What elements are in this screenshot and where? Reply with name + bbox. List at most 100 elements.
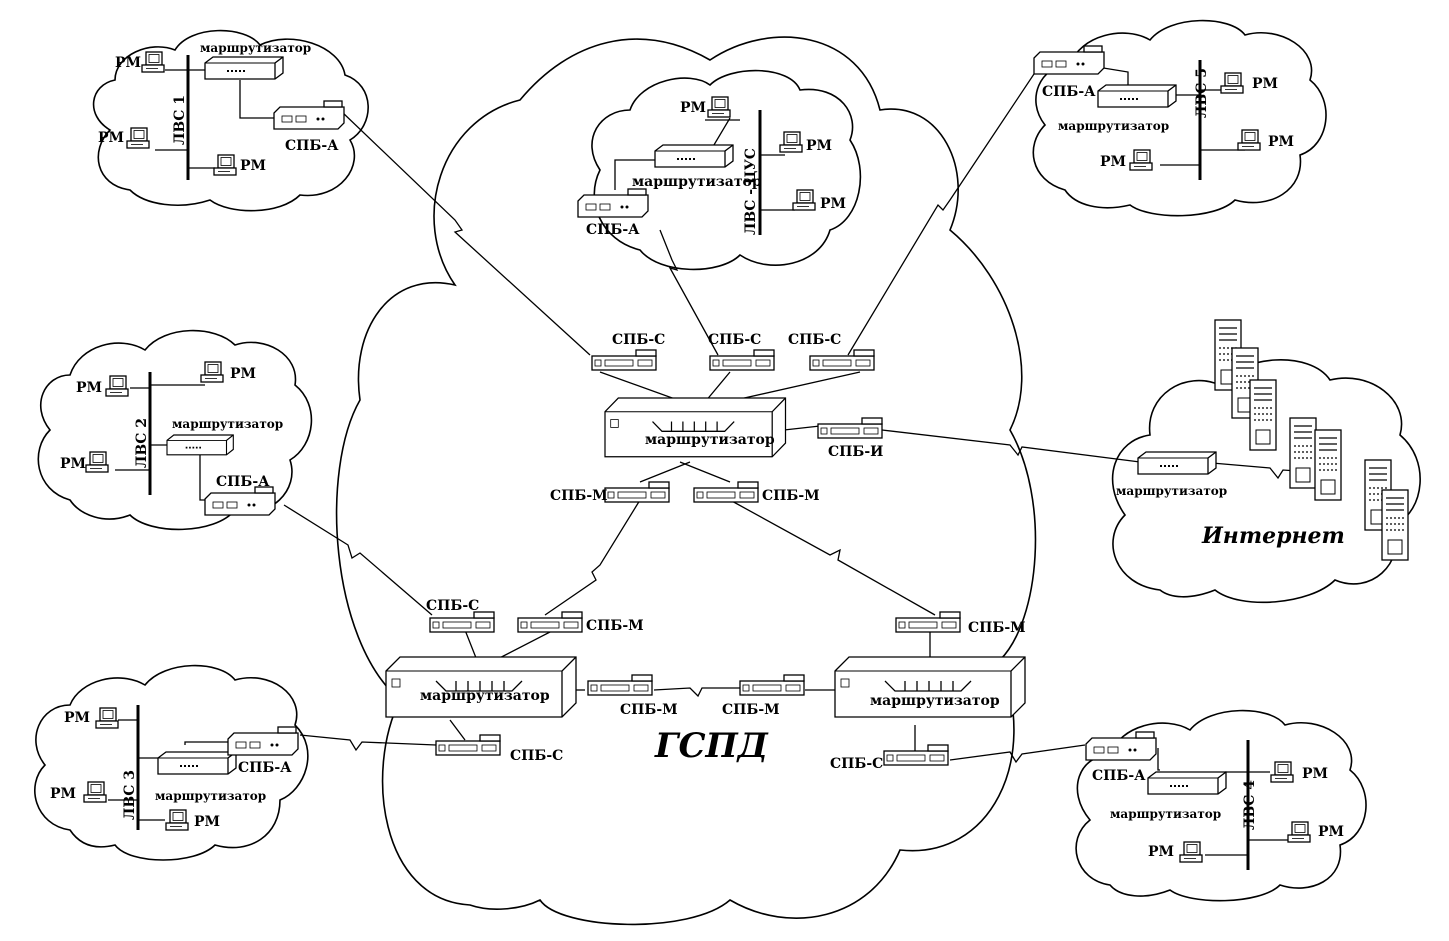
spb-i bbox=[817, 417, 883, 439]
server-4 bbox=[1289, 417, 1317, 489]
spb-m-label-4: СПБ-М bbox=[968, 620, 1026, 636]
spb-m-2 bbox=[693, 481, 759, 503]
lvs5-pc-2 bbox=[1237, 129, 1261, 151]
lvs3-rm-3: РМ bbox=[194, 814, 220, 830]
spb-s-label-1: СПБ-С bbox=[612, 332, 665, 348]
lvs5-rm-1: РМ bbox=[1252, 76, 1278, 92]
lvs3-pc-1 bbox=[95, 707, 119, 729]
lvs4-cloud bbox=[1075, 709, 1367, 902]
spb-m-5 bbox=[587, 674, 653, 696]
lvs5-pc-1 bbox=[1220, 72, 1244, 94]
lvs4-pc-3 bbox=[1179, 841, 1203, 863]
gspd-title: ГСПД bbox=[654, 726, 769, 766]
lvs4-rm-2: РМ bbox=[1318, 824, 1344, 840]
core-router-left bbox=[385, 656, 577, 718]
lvs3-router bbox=[157, 751, 237, 775]
lvs2-router bbox=[166, 434, 235, 456]
lvs3-rm-1: РМ bbox=[64, 710, 90, 726]
spb-m-6 bbox=[739, 674, 805, 696]
server-3 bbox=[1249, 379, 1277, 451]
lvs4-rm-3: РМ bbox=[1148, 844, 1174, 860]
lvs2-rm-2: РМ bbox=[230, 366, 256, 382]
core-router-top-label: маршрутизатор bbox=[645, 432, 775, 448]
lvs3-label: ЛВС 3 bbox=[122, 770, 138, 820]
lvs2-pc-1 bbox=[105, 375, 129, 397]
cus-pc-1 bbox=[707, 96, 731, 118]
spb-m-1 bbox=[604, 481, 670, 503]
cus-rm-3: РМ bbox=[820, 196, 846, 212]
cus-cloud bbox=[591, 69, 862, 271]
lvs1-router bbox=[204, 56, 284, 80]
spb-s-label-4: СПБ-С bbox=[426, 598, 479, 614]
spb-s-2 bbox=[709, 349, 775, 371]
lvs4-spb-a-label: СПБ-А bbox=[1092, 768, 1146, 784]
lvs1-spb-a bbox=[273, 100, 345, 130]
lvs5-spb-a bbox=[1033, 45, 1105, 75]
lvs1-pc-3 bbox=[213, 154, 237, 176]
lvs4-pc-1 bbox=[1270, 761, 1294, 783]
spb-s-label-6: СПБ-С bbox=[830, 756, 883, 772]
lvs1-cloud bbox=[92, 29, 369, 212]
lvs3-cloud bbox=[34, 664, 309, 861]
lvs5-label: ЛВС 5 bbox=[1194, 68, 1210, 118]
lvs4-router bbox=[1147, 771, 1227, 795]
lvs2-router-label: маршрутизатор bbox=[172, 417, 283, 431]
core-router-left-label: маршрутизатор bbox=[420, 688, 550, 704]
cus-spb-a-label: СПБ-А bbox=[586, 222, 640, 238]
lvs2-rm-3: РМ bbox=[60, 456, 86, 472]
spb-m-label-6: СПБ-М bbox=[722, 702, 780, 718]
lvs1-pc-1 bbox=[141, 51, 165, 73]
lvs3-pc-3 bbox=[165, 809, 189, 831]
cus-rm-2: РМ bbox=[806, 138, 832, 154]
lvs1-label: ЛВС 1 bbox=[172, 95, 188, 145]
spb-m-label-1: СПБ-М bbox=[550, 488, 608, 504]
internet-router bbox=[1137, 451, 1217, 475]
lvs1-rm-1: РМ bbox=[115, 55, 141, 71]
spb-s-6 bbox=[883, 744, 949, 766]
cus-router-label: маршрутизатор bbox=[632, 174, 762, 190]
lvs2-rm-1: РМ bbox=[76, 380, 102, 396]
spb-m-4 bbox=[895, 611, 961, 633]
internet-router-label: маршрутизатор bbox=[1116, 484, 1227, 498]
lvs5-rm-2: РМ bbox=[1268, 134, 1294, 150]
lvs2-pc-2 bbox=[200, 361, 224, 383]
spb-s-3 bbox=[809, 349, 875, 371]
lvs5-rm-3: РМ bbox=[1100, 154, 1126, 170]
lvs2-cloud bbox=[37, 329, 313, 531]
lvs4-spb-a bbox=[1085, 731, 1157, 761]
lvs4-label: ЛВС 4 bbox=[1242, 780, 1258, 830]
lvs2-spb-a bbox=[204, 486, 276, 516]
lvs5-spb-a-label: СПБ-А bbox=[1042, 84, 1096, 100]
gspd-cloud bbox=[335, 36, 1037, 926]
lvs5-pc-3 bbox=[1129, 149, 1153, 171]
lvs3-router-label: маршрутизатор bbox=[155, 789, 266, 803]
lvs2-label: ЛВС 2 bbox=[134, 418, 150, 468]
spb-s-1 bbox=[591, 349, 657, 371]
cus-pc-2 bbox=[779, 131, 803, 153]
lvs1-router-label: маршрутизатор bbox=[200, 41, 311, 55]
lvs1-spb-a-label: СПБ-А bbox=[285, 138, 339, 154]
core-router-right-label: маршрутизатор bbox=[870, 693, 1000, 709]
lvs1-rm-3: РМ bbox=[240, 158, 266, 174]
cus-rm-1: РМ bbox=[680, 100, 706, 116]
cus-router bbox=[654, 144, 734, 168]
lvs5-cloud bbox=[1032, 19, 1327, 217]
spb-m-label-2: СПБ-М bbox=[762, 488, 820, 504]
lvs3-rm-2: РМ bbox=[50, 786, 76, 802]
spb-i-label: СПБ-И bbox=[828, 444, 883, 460]
lvs4-router-label: маршрутизатор bbox=[1110, 807, 1221, 821]
spb-s-label-2: СПБ-С bbox=[708, 332, 761, 348]
spb-m-label-3: СПБ-М bbox=[586, 618, 644, 634]
lvs1-rm-2: РМ bbox=[98, 130, 124, 146]
internet-label: Интернет bbox=[1201, 523, 1345, 549]
spb-s-label-3: СПБ-С bbox=[788, 332, 841, 348]
lvs4-pc-2 bbox=[1287, 821, 1311, 843]
server-5 bbox=[1314, 429, 1342, 501]
lvs5-router bbox=[1097, 84, 1177, 108]
spb-s-5 bbox=[435, 734, 501, 756]
lvs4-rm-1: РМ bbox=[1302, 766, 1328, 782]
spb-m-label-5: СПБ-М bbox=[620, 702, 678, 718]
lvs1-pc-2 bbox=[126, 127, 150, 149]
lvs3-spb-a bbox=[227, 726, 299, 756]
